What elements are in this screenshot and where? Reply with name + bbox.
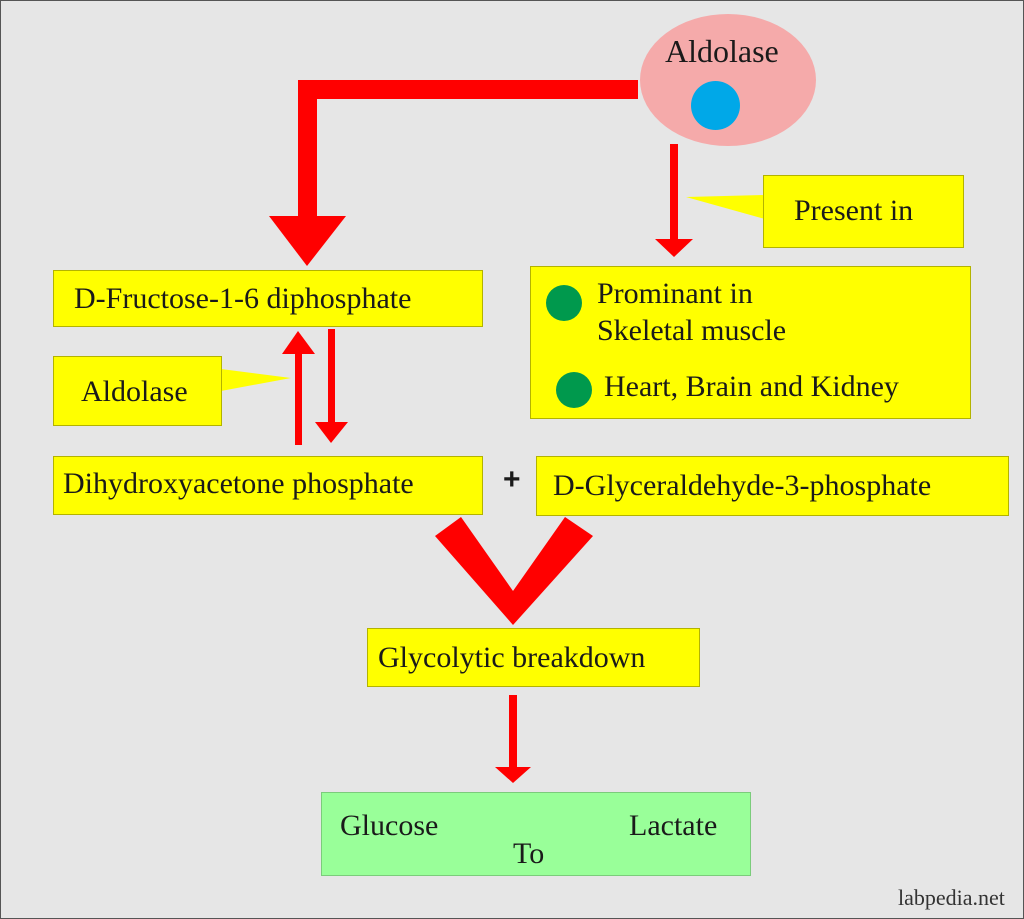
- bullet-icon: [556, 372, 592, 408]
- present-in-callout-pointer: [686, 195, 765, 219]
- glucose-lactate-box: Glucose Lactate To: [321, 792, 751, 876]
- present-in-label: Present in: [794, 194, 914, 227]
- aldolase-ellipse: [640, 14, 816, 146]
- glyceraldehyde-box: D-Glyceraldehyde-3-phosphate: [536, 456, 1009, 516]
- watermark: labpedia.net: [898, 885, 1005, 910]
- aldolase-callout-pointer: [221, 369, 291, 391]
- aldolase-dot: [691, 81, 740, 130]
- reverse-up-arrow: [282, 331, 315, 445]
- bullet-icon: [546, 285, 582, 321]
- to-label: To: [513, 837, 545, 870]
- aldolase-to-locations-arrow: [655, 144, 693, 257]
- dihydroxyacetone-box: Dihydroxyacetone phosphate: [53, 456, 483, 515]
- location-item1-line2: Skeletal muscle: [597, 314, 787, 347]
- locations-box: Prominant in Skeletal muscle Heart, Brai…: [530, 266, 971, 419]
- present-in-callout: Present in: [763, 175, 964, 248]
- glycolysis-down-arrow: [495, 695, 531, 783]
- location-item2: Heart, Brain and Kidney: [604, 370, 899, 403]
- fructose-box: D-Fructose-1-6 diphosphate: [53, 270, 483, 327]
- glucose-label: Glucose: [340, 809, 439, 842]
- dihydroxyacetone-label: Dihydroxyacetone phosphate: [63, 467, 414, 500]
- plus-sign: +: [503, 463, 521, 496]
- glyceraldehyde-label: D-Glyceraldehyde-3-phosphate: [553, 469, 932, 502]
- aldolase-callout: Aldolase: [53, 356, 222, 426]
- merge-v-arrow: [435, 517, 593, 625]
- forward-down-arrow: [315, 329, 348, 443]
- aldolase-to-fructose-arrow: [269, 80, 638, 266]
- lactate-label: Lactate: [629, 809, 718, 842]
- glycolytic-label: Glycolytic breakdown: [378, 641, 646, 674]
- fructose-label: D-Fructose-1-6 diphosphate: [74, 282, 412, 315]
- aldolase-title: Aldolase: [665, 33, 779, 69]
- glycolytic-box: Glycolytic breakdown: [367, 628, 700, 687]
- location-item1-line1: Prominant in: [597, 277, 753, 310]
- aldolase-callout-label: Aldolase: [81, 375, 188, 408]
